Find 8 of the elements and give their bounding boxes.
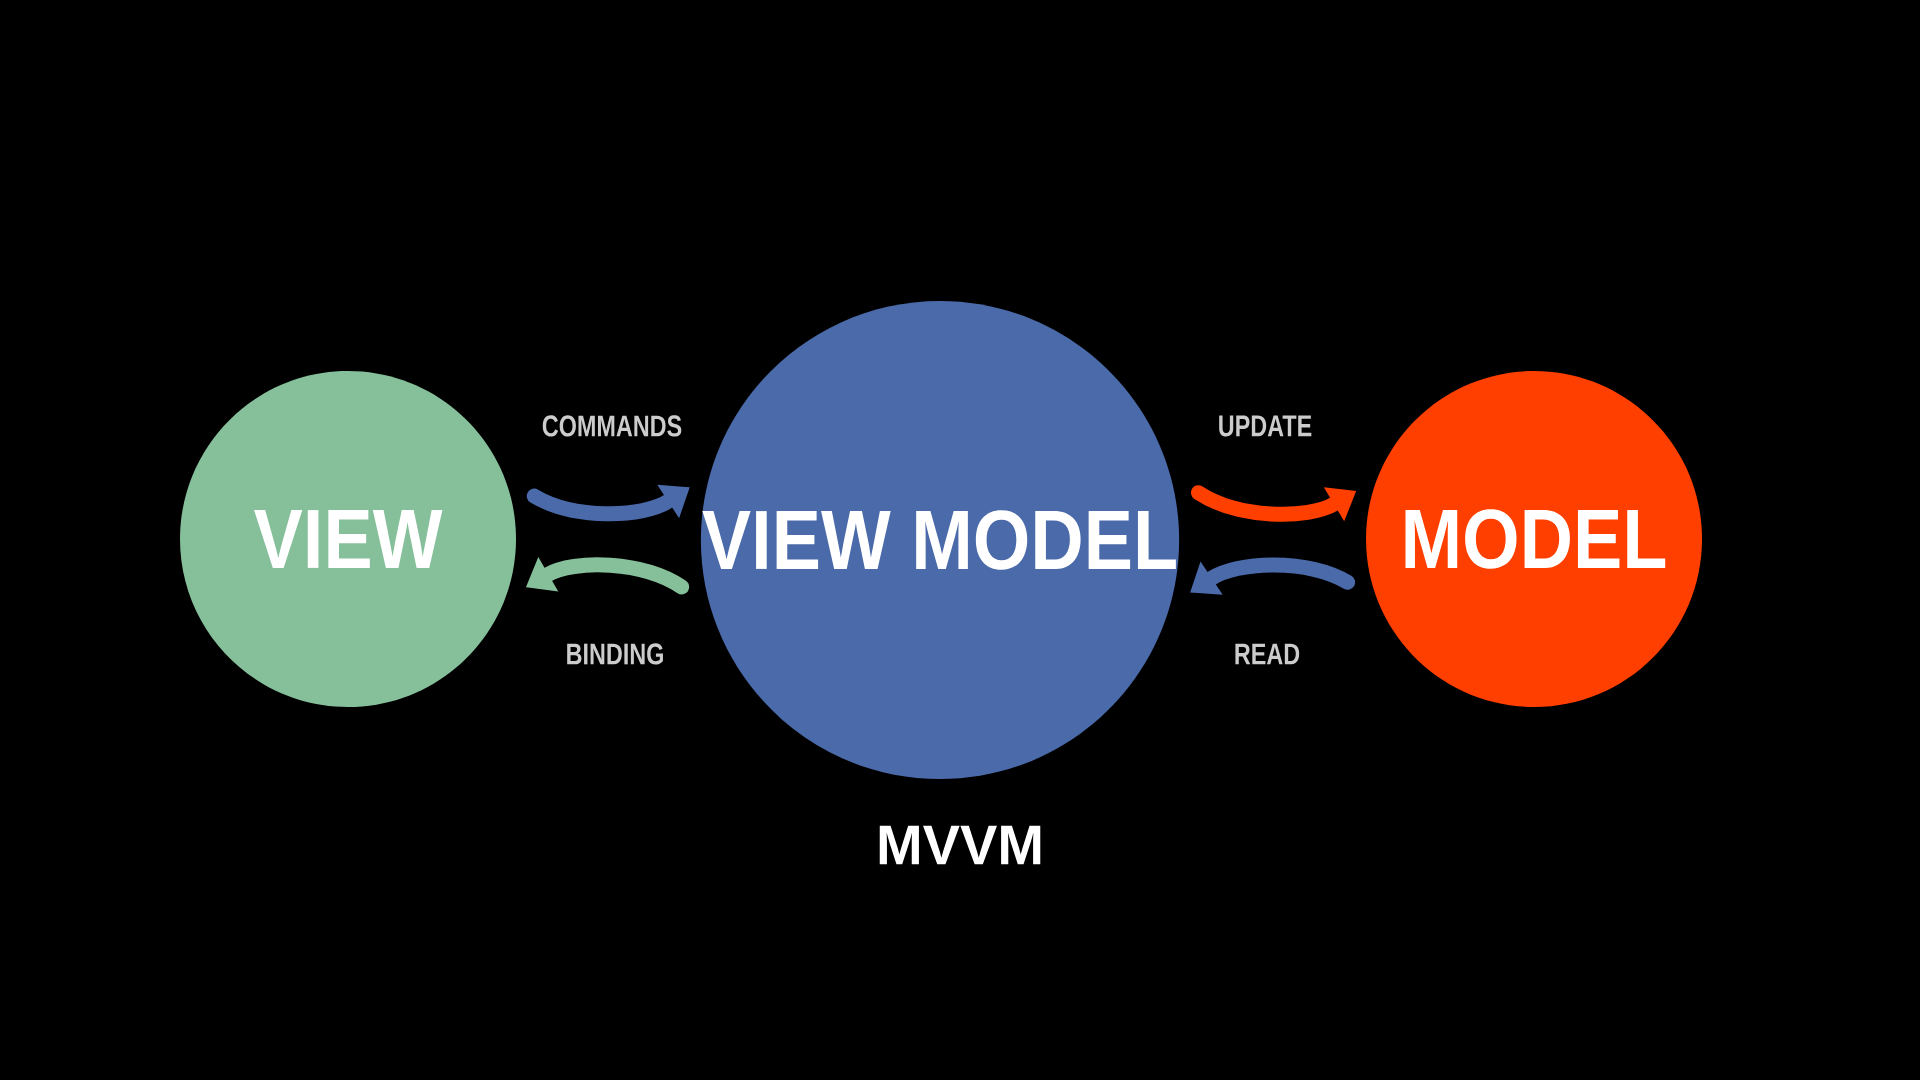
edge-label: READ (1235, 643, 1300, 665)
circle-node: VIEW (180, 371, 516, 707)
edge-label: COMMANDS (542, 415, 682, 437)
caption: MVVM (879, 825, 1041, 865)
edge-label: UPDATE (1219, 415, 1312, 437)
circle-node: VIEW MODEL (700, 300, 1180, 780)
circle-node: MODEL (1366, 371, 1702, 707)
edge-label: BINDING (567, 643, 663, 665)
